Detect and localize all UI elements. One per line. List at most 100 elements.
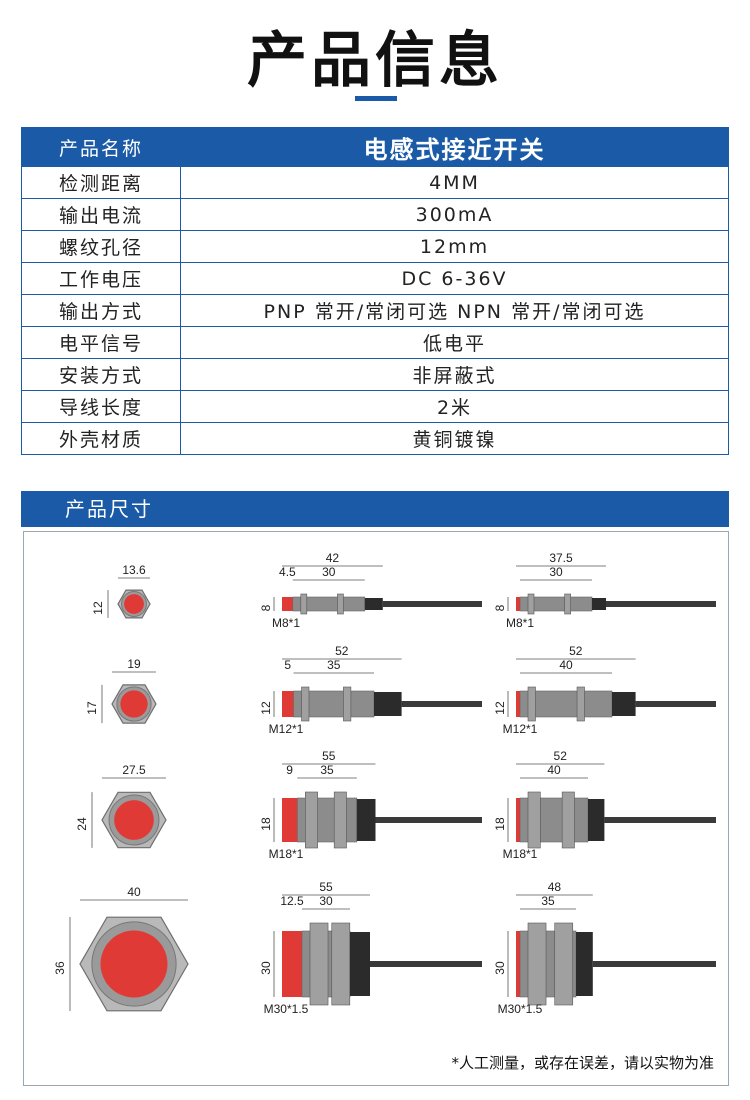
thread-spec-label: M12*1: [503, 722, 538, 736]
dimensions-header: 产品尺寸: [21, 491, 729, 527]
rear-cap: [588, 799, 605, 841]
face-length-label: 4.5: [279, 565, 296, 579]
sensor-face-circle: [120, 690, 148, 718]
lock-nut: [337, 593, 344, 615]
diameter-label: 12: [493, 701, 507, 715]
sensor-face: [516, 691, 520, 717]
thread-length-label: 35: [541, 894, 555, 908]
total-length-label: 52: [569, 644, 583, 658]
spec-header-row: 产品名称 电感式接近开关: [21, 127, 729, 167]
cable: [606, 601, 716, 607]
rear-cap: [350, 932, 370, 996]
total-length-label: 52: [335, 644, 349, 658]
title-underline: [355, 96, 397, 101]
diameter-label: 8: [493, 604, 507, 611]
thread-length-label: 30: [319, 894, 333, 908]
sensor-face: [282, 691, 294, 717]
spec-header-key: 产品名称: [21, 127, 181, 167]
spec-value: 4MM: [180, 166, 729, 199]
hex-height-label: 36: [53, 961, 67, 975]
spec-key: 输出电流: [21, 198, 181, 231]
cable: [592, 961, 716, 967]
cable: [604, 817, 716, 823]
spec-value: PNP 常开/常闭可选 NPN 常开/常闭可选: [180, 294, 729, 327]
spec-table: 产品名称 电感式接近开关 检测距离 4MM 输出电流 300mA 螺纹孔径 12…: [21, 127, 729, 455]
spec-key: 电平信号: [21, 326, 181, 359]
lock-nut: [309, 922, 329, 1006]
lock-nut: [561, 791, 575, 849]
lock-nut: [576, 686, 585, 722]
spec-row: 螺纹孔径 12mm: [21, 230, 729, 263]
face-length-label: 12.5: [280, 894, 304, 908]
sensor-face: [282, 597, 293, 611]
spec-value: 12mm: [180, 230, 729, 263]
face-length-label: 5: [284, 658, 291, 672]
rear-cap: [364, 598, 383, 610]
total-length-label: 37.5: [549, 551, 573, 565]
dimensions-title: 产品尺寸: [65, 497, 153, 521]
spec-row: 电平信号 低电平: [21, 326, 729, 359]
spec-value: 黄铜镀镍: [180, 422, 729, 455]
spec-value: 300mA: [180, 198, 729, 231]
thread-spec-label: M8*1: [272, 616, 300, 630]
hex-height-label: 17: [85, 701, 99, 715]
total-length-label: 48: [548, 880, 562, 894]
thread-length-label: 35: [327, 658, 341, 672]
lock-nut: [343, 686, 352, 722]
rear-cap: [374, 692, 402, 716]
thread-spec-label: M30*1.5: [264, 1002, 309, 1016]
lock-nut: [527, 686, 536, 722]
thread-length-label: 40: [547, 763, 561, 777]
page-title: 产品信息: [247, 26, 503, 96]
sensor-face: [516, 597, 520, 611]
lock-nut: [564, 593, 571, 615]
diameter-label: 30: [259, 961, 273, 975]
diameter-label: 18: [493, 817, 507, 831]
lock-nut: [527, 922, 547, 1006]
lock-nut: [527, 593, 535, 615]
spec-row: 输出电流 300mA: [21, 198, 729, 231]
total-length-label: 55: [319, 880, 333, 894]
spec-key: 外壳材质: [21, 422, 181, 455]
thread-spec-label: M18*1: [503, 847, 538, 861]
lock-nut: [301, 686, 310, 722]
spec-header-value: 电感式接近开关: [180, 127, 729, 167]
face-length-label: 9: [286, 763, 293, 777]
spec-key: 安装方式: [21, 358, 181, 391]
rear-cap: [576, 932, 593, 996]
lock-nut: [527, 791, 541, 849]
spec-value: DC 6-36V: [180, 262, 729, 295]
sensor-face: [282, 798, 298, 842]
rear-cap: [592, 598, 606, 610]
cable: [401, 701, 482, 707]
rear-cap: [612, 692, 636, 716]
hex-width-label: 19: [127, 657, 141, 671]
lock-nut: [304, 791, 318, 849]
dimension-drawings: 13.61242304.58M8*137.5308M8*119175235512…: [53, 551, 716, 1016]
total-length-label: 42: [326, 551, 340, 565]
hex-width-label: 40: [127, 885, 141, 899]
spec-row: 工作电压 DC 6-36V: [21, 262, 729, 295]
spec-row: 导线长度 2米: [21, 390, 729, 423]
thread-spec-label: M18*1: [269, 847, 304, 861]
hex-width-label: 13.6: [122, 563, 146, 577]
thread-length-label: 30: [322, 565, 336, 579]
lock-nut: [333, 791, 347, 849]
lock-nut: [554, 922, 574, 1006]
thread-length-label: 35: [320, 763, 334, 777]
diameter-label: 8: [259, 604, 273, 611]
hex-height-label: 12: [91, 601, 105, 615]
rear-cap: [356, 799, 376, 841]
spec-key: 导线长度: [21, 390, 181, 423]
sensor-face-circle: [114, 800, 154, 840]
cable: [635, 701, 716, 707]
spec-row: 输出方式 PNP 常开/常闭可选 NPN 常开/常闭可选: [21, 294, 729, 327]
cable: [370, 961, 482, 967]
spec-key: 螺纹孔径: [21, 230, 181, 263]
spec-value: 2米: [180, 390, 729, 423]
sensor-face-circle: [100, 930, 168, 998]
spec-value: 低电平: [180, 326, 729, 359]
lock-nut: [331, 922, 351, 1006]
spec-row: 外壳材质 黄铜镀镍: [21, 422, 729, 455]
total-length-label: 55: [322, 749, 336, 763]
